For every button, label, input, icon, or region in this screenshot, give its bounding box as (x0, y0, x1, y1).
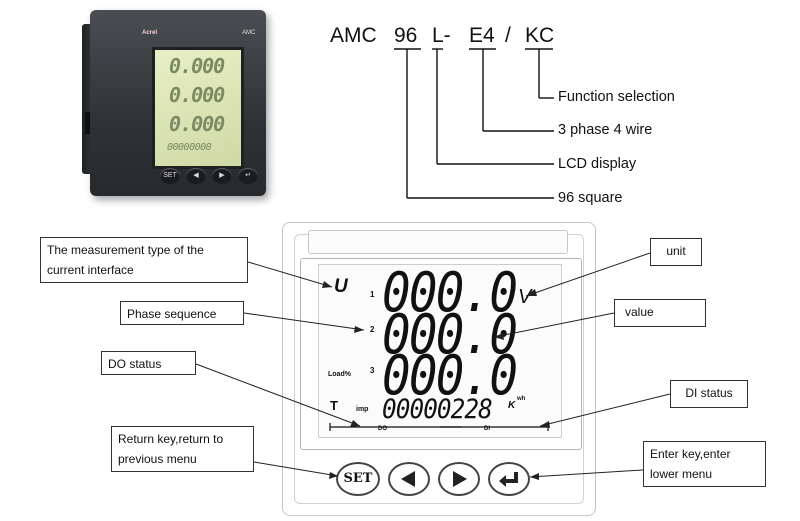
callout-function-selection: Function selection (558, 89, 675, 105)
left-key[interactable] (388, 462, 430, 496)
load-percent-label: Load% (328, 371, 351, 378)
do-status-label: DO (378, 426, 387, 432)
photo-energy-counter: 00000000 (167, 142, 212, 153)
model-part-wiring: E4 (469, 24, 495, 47)
photo-left-button: ◀ (186, 168, 206, 184)
value-row-3: 000.0 (382, 344, 518, 407)
phase-marker-1: 1 (370, 290, 375, 299)
side-port (85, 112, 93, 134)
left-arrow-icon (401, 471, 415, 487)
value-row-1: 000.0 (382, 261, 518, 324)
screen-bezel (300, 258, 582, 450)
model-separator: / (505, 24, 511, 47)
lcd-screen (318, 264, 562, 438)
di-status-label: DI (484, 426, 490, 432)
phase-marker-3: 3 (370, 366, 375, 375)
measurement-type-symbol: U (334, 276, 348, 297)
phase-marker-2: 2 (370, 325, 375, 334)
enter-arrow-icon (499, 472, 518, 487)
enter-key[interactable] (488, 462, 530, 496)
model-part-display: L- (432, 24, 451, 47)
photo-reading-2: 0.000 (169, 83, 225, 107)
photo-reading-3: 0.000 (169, 112, 225, 136)
meter-product-photo: Acrel AMC 0.000 0.000 0.000 00000000 SET… (80, 4, 280, 204)
photo-brand-label: Acrel (142, 30, 158, 36)
value-row-2: 000.0 (382, 303, 518, 366)
annotation-phase-sequence: Phase sequence (120, 301, 244, 325)
annotation-return-key: Return key,return to previous menu (111, 426, 254, 472)
unit-symbol: V (518, 286, 532, 308)
annotation-di-status: DI status (670, 380, 748, 408)
energy-unit-prefix: K (508, 400, 516, 411)
label-slot (308, 230, 568, 254)
right-key[interactable] (438, 462, 480, 496)
callout-size: 96 square (558, 190, 623, 206)
energy-counter: 00000228 (382, 394, 493, 425)
set-key[interactable]: SET (336, 462, 380, 496)
right-arrow-icon (453, 471, 467, 487)
callout-display: LCD display (558, 156, 637, 172)
photo-set-button: SET (160, 168, 180, 184)
annotation-value: value (614, 299, 706, 327)
photo-model-label: AMC (242, 30, 256, 36)
t-label: T (330, 398, 338, 413)
model-part-size: 96 (394, 24, 418, 47)
annotation-do-status: DO status (101, 351, 196, 375)
energy-unit-suffix: wh (517, 396, 526, 402)
photo-reading-1: 0.000 (169, 54, 225, 78)
model-part-function: KC (525, 24, 555, 47)
annotation-enter-key: Enter key,enter lower menu (643, 441, 766, 487)
callout-wiring: 3 phase 4 wire (558, 122, 653, 138)
photo-lcd-screen: 0.000 0.000 0.000 00000000 (152, 47, 244, 169)
photo-enter-button: ↵ (238, 168, 258, 184)
annotation-measurement-type: The measurement type of the current inte… (40, 237, 248, 283)
photo-right-button: ▶ (212, 168, 232, 184)
imp-label: imp (356, 406, 369, 413)
model-prefix: AMC (330, 24, 377, 47)
annotation-unit: unit (650, 238, 702, 266)
